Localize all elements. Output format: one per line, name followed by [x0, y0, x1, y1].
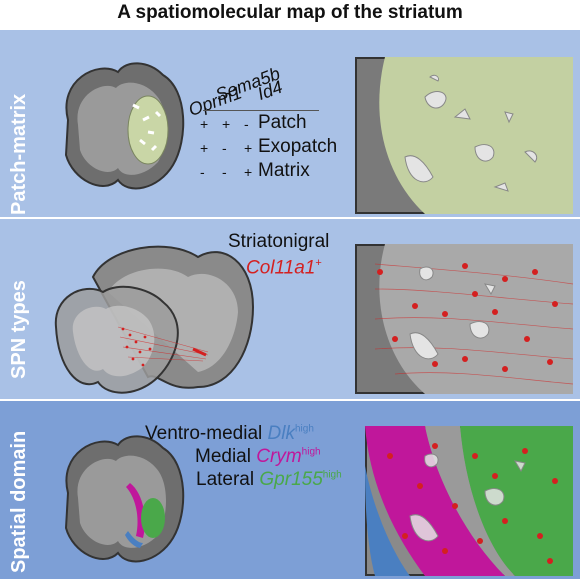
panel-label-patch-matrix: Patch-matrix — [8, 93, 30, 215]
sign: + — [244, 140, 253, 156]
table-divider — [203, 110, 319, 111]
panel-label-spatial-domain: Spatial domain — [8, 430, 30, 573]
domain-gene: Crym — [256, 446, 302, 467]
panel-patch-matrix: Patch-matrix Oprm1 Sema5b Id4 + + - Patc… — [0, 30, 580, 217]
panel-label-spn-types: SPN types — [8, 280, 30, 379]
domain-name: Lateral — [196, 469, 255, 490]
domain-sup: high — [322, 469, 342, 481]
panel-spn-types: SPN types Striatonigral Col11a1+ — [0, 219, 580, 399]
panel-spatial-domain: Spatial domain Ventro-medial Dlkhigh Med… — [0, 401, 580, 579]
domain-sup: high — [294, 423, 314, 435]
row-name: Patch — [258, 112, 307, 133]
sign: - — [244, 116, 249, 132]
spn-marker-gene: Col11a1 — [246, 257, 316, 279]
brain-3d-icon — [54, 245, 255, 394]
spn-marker: Col11a1+ — [246, 257, 322, 279]
domain-medial: Medial Crymhigh — [195, 446, 321, 468]
sign: - — [222, 164, 227, 180]
domain-lateral: Lateral Gpr155high — [196, 469, 342, 491]
spatial-zoom-view — [365, 426, 573, 576]
spn-zoom-view — [355, 244, 574, 394]
domain-ventro-medial: Ventro-medial Dlkhigh — [145, 423, 314, 445]
row-name: Exopatch — [258, 136, 338, 157]
sign: - — [200, 164, 205, 180]
row-name: Matrix — [258, 160, 310, 181]
spn-marker-sup: + — [315, 257, 322, 269]
domain-gene: Dlk — [267, 423, 295, 444]
sign: + — [200, 116, 209, 132]
sign: + — [200, 140, 209, 156]
domain-sup: high — [301, 446, 321, 458]
domain-gene: Gpr155 — [259, 469, 323, 490]
spn-type-name: Striatonigral — [228, 231, 330, 252]
sign: + — [244, 164, 253, 180]
brain-section-icon — [64, 62, 185, 190]
sign: + — [222, 116, 231, 132]
figure-title: A spatiomolecular map of the striatum — [117, 2, 463, 23]
sign: - — [222, 140, 227, 156]
patch-zoom-view — [355, 57, 573, 214]
domain-name: Ventro-medial — [145, 423, 263, 444]
domain-name: Medial — [195, 446, 251, 467]
brain-section-domains-icon — [64, 435, 185, 563]
